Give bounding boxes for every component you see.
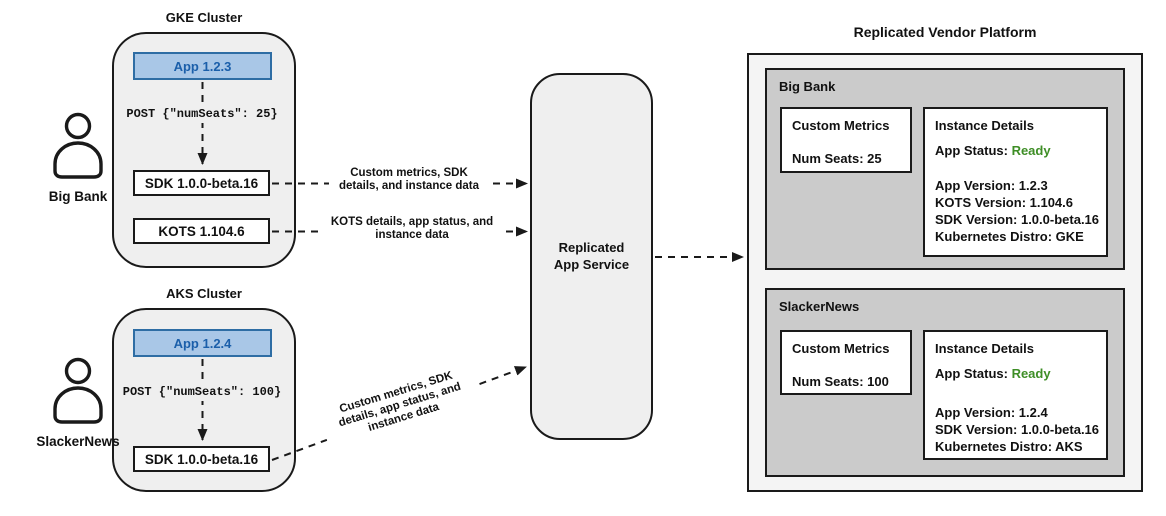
- actor-big-bank: Big Bank: [26, 112, 130, 204]
- edge-label-gke-kots: KOTS details, app status, and instance d…: [322, 216, 502, 242]
- edge-label-line: details, and instance data: [339, 180, 479, 192]
- instance-details-title: Instance Details: [935, 118, 1034, 133]
- gke-cluster-title: GKE Cluster: [165, 10, 243, 25]
- aks-app-box: App 1.2.4: [133, 329, 272, 357]
- app-status-label: App Status:: [935, 143, 1012, 158]
- gke-kots-box: KOTS 1.104.6: [133, 218, 270, 244]
- edge-label-gke-sdk: Custom metrics, SDK details, and instanc…: [329, 167, 489, 193]
- aks-cluster-title: AKS Cluster: [166, 286, 242, 301]
- detail-line: Kubernetes Distro: GKE: [935, 229, 1084, 244]
- aks-sdk-box: SDK 1.0.0-beta.16: [133, 446, 270, 472]
- detail-line: App Version: 1.2.4: [935, 405, 1048, 420]
- instance-detail-lines: App Version: 1.2.3 KOTS Version: 1.104.6…: [935, 177, 1099, 245]
- detail-line: KOTS Version: 1.104.6: [935, 195, 1074, 210]
- edge-label-aks-sdk: Custom metrics, SDK details, app status,…: [317, 363, 483, 448]
- edge-label-line: KOTS details, app status, and: [330, 216, 494, 228]
- detail-line: SDK Version: 1.0.0-beta.16: [935, 212, 1100, 227]
- aks-post-call-label: POST {"numSeats": 100}: [117, 385, 287, 401]
- user-icon: [53, 112, 103, 179]
- app-status-label: App Status:: [935, 366, 1012, 381]
- customer-section-slackernews-label: SlackerNews: [779, 299, 860, 314]
- service-label-line2: App Service: [553, 256, 630, 272]
- vendor-platform-title: Replicated Vendor Platform: [853, 24, 1037, 40]
- gke-app-box: App 1.2.3: [133, 52, 272, 80]
- slackernews-custom-metrics-card: Custom Metrics Num Seats: 100: [780, 330, 912, 395]
- app-status-value: Ready: [1011, 143, 1051, 158]
- gke-post-call-label: POST {"numSeats": 25}: [120, 107, 284, 123]
- detail-line: SDK Version: 1.0.0-beta.16: [935, 422, 1100, 437]
- edge-label-line: Custom metrics, SDK: [350, 167, 468, 179]
- num-seats-value: Num Seats: 100: [792, 374, 889, 389]
- app-status-line: App Status: Ready: [935, 143, 1051, 158]
- service-label-line1: Replicated: [558, 240, 625, 255]
- slackernews-instance-details-card: Instance Details App Status: Ready App V…: [923, 330, 1108, 460]
- customer-section-big-bank-label: Big Bank: [779, 79, 836, 94]
- app-status-value: Ready: [1011, 366, 1051, 381]
- big-bank-instance-details-card: Instance Details App Status: Ready App V…: [923, 107, 1108, 257]
- gke-sdk-box: SDK 1.0.0-beta.16: [133, 170, 270, 196]
- custom-metrics-title: Custom Metrics: [792, 118, 890, 133]
- app-status-line: App Status: Ready: [935, 366, 1051, 381]
- big-bank-custom-metrics-card: Custom Metrics Num Seats: 25: [780, 107, 912, 173]
- detail-line: Kubernetes Distro: AKS: [935, 439, 1083, 454]
- actor-big-bank-label: Big Bank: [48, 189, 108, 204]
- edge-label-line: instance data: [375, 229, 449, 241]
- actor-slackernews: SlackerNews: [26, 357, 130, 449]
- num-seats-value: Num Seats: 25: [792, 151, 882, 166]
- replicated-app-service-box: Replicated App Service: [530, 73, 653, 440]
- instance-detail-lines: App Version: 1.2.4 SDK Version: 1.0.0-be…: [935, 404, 1099, 455]
- detail-line: App Version: 1.2.3: [935, 178, 1048, 193]
- actor-slackernews-label: SlackerNews: [36, 434, 120, 449]
- custom-metrics-title: Custom Metrics: [792, 341, 890, 356]
- instance-details-title: Instance Details: [935, 341, 1034, 356]
- user-icon: [53, 357, 103, 424]
